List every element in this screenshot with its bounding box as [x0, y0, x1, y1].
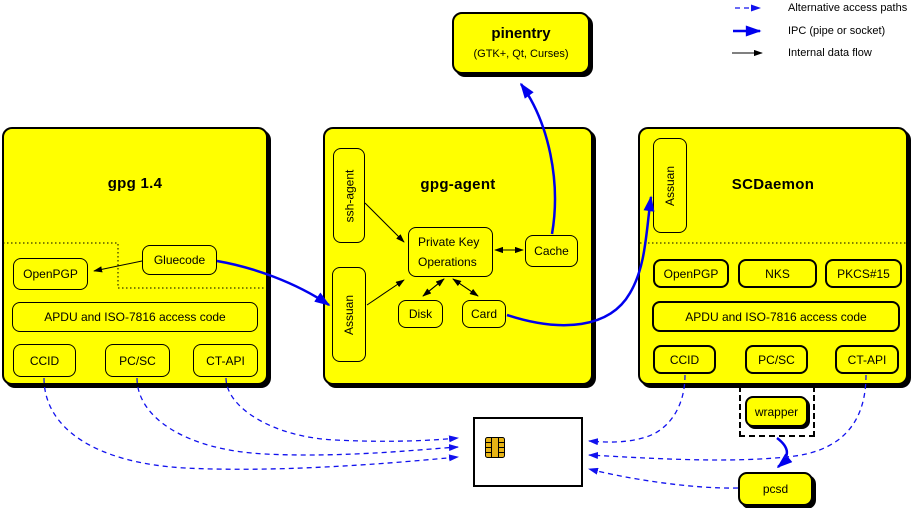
scdaemon-title: SCDaemon [731, 176, 815, 193]
pcsd-box: pcsd [738, 472, 813, 506]
gpg14-pcsc-box: PC/SC [105, 344, 170, 377]
smartcard [473, 417, 583, 487]
scdaemon-pkcs15-box: PKCS#15 [825, 259, 902, 288]
gpg14-ccid-box: CCID [13, 344, 76, 377]
pinentry-title: pinentry [491, 25, 551, 42]
gpg-agent-assuan-box: Assuan [332, 267, 366, 362]
gpg-agent-box: gpg-agent ssh-agent Assuan Private Key O… [323, 127, 593, 385]
gpg14-box: gpg 1.4 OpenPGP Gluecode APDU and ISO-78… [2, 127, 268, 385]
wrapper-dashed-region: wrapper [739, 386, 815, 437]
alt-scdaemon-ctapi-to-card [588, 374, 867, 461]
scdaemon-assuan-box: Assuan [653, 138, 687, 233]
alt-scdaemon-ccid-to-card [588, 374, 686, 446]
gpg14-title: gpg 1.4 [107, 175, 163, 192]
gpg14-gluecode-box: Gluecode [142, 245, 217, 275]
scdaemon-nks-box: NKS [738, 259, 817, 288]
gpg14-apdu-box: APDU and ISO-7816 access code [12, 302, 258, 332]
gpg14-ctapi-box: CT-API [193, 344, 258, 377]
pinentry-subtitle: (GTK+, Qt, Curses) [473, 48, 569, 60]
card-box: Card [462, 300, 506, 328]
scdaemon-apdu-box: APDU and ISO-7816 access code [652, 301, 900, 332]
cache-box: Cache [525, 235, 578, 267]
legend-label-internal-data-flow: Internal data flow [788, 47, 872, 59]
alt-gpg14-ctapi-to-card [225, 377, 459, 443]
alt-gpg14-pcsc-to-card [136, 377, 459, 456]
pinentry-box: pinentry (GTK+, Qt, Curses) [452, 12, 590, 74]
alt-gpg14-ccid-to-card [43, 377, 459, 470]
gpg14-openpgp-box: OpenPGP [13, 258, 88, 290]
smartcard-chip-icon [485, 437, 505, 458]
scdaemon-openpgp-box: OpenPGP [653, 259, 729, 288]
scdaemon-ccid-box: CCID [653, 345, 716, 374]
legend-label-ipc: IPC (pipe or socket) [788, 25, 886, 37]
gpg-agent-title: gpg-agent [420, 176, 496, 193]
legend-label-alternative-access: Alternative access paths [788, 2, 908, 14]
alt-pcsd-to-card [588, 467, 739, 489]
scdaemon-box: SCDaemon Assuan OpenPGP NKS PKCS#15 APDU… [638, 127, 908, 385]
scdaemon-pcsc-box: PC/SC [745, 345, 808, 374]
disk-box: Disk [398, 300, 443, 328]
wrapper-box: wrapper [745, 396, 808, 427]
scdaemon-ctapi-box: CT-API [835, 345, 899, 374]
private-key-operations-box: Private Key Operations [408, 227, 493, 277]
ssh-agent-box: ssh-agent [333, 148, 365, 243]
ipc-wrapper-to-pcsd [776, 437, 793, 469]
